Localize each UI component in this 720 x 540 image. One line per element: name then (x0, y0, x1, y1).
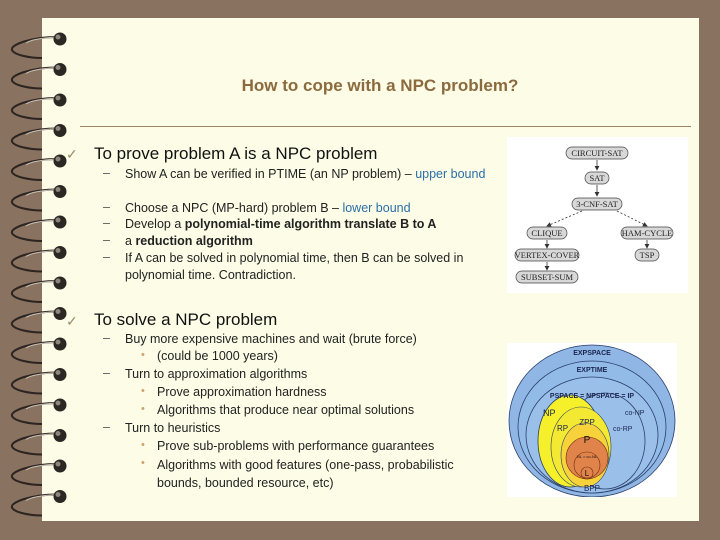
dot-bullet: • (141, 439, 145, 451)
dot-bullet: • (141, 385, 145, 397)
diagram-node (526, 226, 568, 240)
diagram-node (565, 146, 629, 160)
slide-title: How to cope with a NPC problem? (241, 76, 519, 95)
spiral-ring-icon (11, 215, 67, 242)
sub-list-item: Algorithms with good features (one-pass,… (157, 458, 454, 490)
spiral-ring-icon (11, 337, 67, 364)
spiral-ring-icon (11, 276, 67, 303)
dash-bullet: – (103, 250, 110, 264)
dash-bullet: – (103, 420, 110, 434)
label-bpp: BPP (584, 484, 600, 493)
dash-bullet: – (103, 331, 110, 345)
section-heading: To prove problem A is a NPC problem (94, 144, 378, 163)
reduction-diagram: CIRCUIT-SAT SAT 3-CNF-SAT CLIQUE HAM-CYCLE VE… (507, 137, 688, 293)
diagram-node-label: 3-CNF-SAT (576, 199, 618, 209)
title-divider (80, 126, 691, 127)
spiral-ring-icon (11, 429, 67, 456)
dash-bullet: – (103, 200, 110, 214)
dash-bullet: – (103, 216, 110, 230)
label-np: NP (543, 408, 556, 418)
label-pspace: PSPACE = NPSPACE = IP (550, 393, 634, 400)
diagram-node-label: SAT (589, 173, 605, 183)
list-item: Choose a NPC (MP-hard) problem B – lower… (125, 201, 411, 215)
spiral-ring-icon (11, 185, 67, 212)
sub-list-item: Prove approximation hardness (157, 385, 327, 399)
section-heading: To solve a NPC problem (94, 310, 278, 329)
diagram-node (620, 226, 674, 240)
dot-bullet: • (141, 349, 145, 361)
spiral-ring-icon (11, 93, 67, 120)
label-zpp: ZPP (579, 418, 595, 427)
label-conp: co-NP (625, 410, 645, 417)
spiral-ring-icon (11, 246, 67, 273)
list-item: Turn to approximation algorithms (125, 367, 308, 381)
spiral-ring-icon (11, 459, 67, 486)
check-mark-icon: ✓ (66, 146, 78, 162)
spiral-ring-icon (11, 124, 67, 151)
label-p: P (584, 435, 591, 446)
list-item: Develop a polynomial-time algorithm tran… (125, 217, 437, 231)
diagram-node-label: SUBSET-SUM (521, 272, 574, 282)
label-corp: co-RP (613, 426, 633, 433)
sub-list-item: Prove sub-problems with performance guar… (157, 439, 435, 453)
list-item: If A can be solved in polynomial time, t… (125, 251, 464, 282)
label-expspace: EXPSPACE (573, 350, 611, 357)
diagram-node-label: VERTEX-COVER (515, 250, 580, 260)
dot-bullet: • (141, 403, 145, 415)
dash-bullet: – (103, 233, 110, 247)
diagram-node (584, 171, 610, 185)
diagram-node-label: HAM-CYCLE (622, 228, 673, 238)
diagram-node (515, 270, 579, 284)
diagram-node-label: CLIQUE (531, 228, 562, 238)
label-l: L (585, 469, 590, 478)
diagram-node-label: TSP (640, 250, 655, 260)
list-item: a reduction algorithm (125, 234, 253, 248)
spiral-ring-icon (11, 398, 67, 425)
spiral-ring-icon (11, 32, 67, 59)
diagram-node (571, 197, 623, 211)
check-mark-icon: ✓ (66, 313, 78, 329)
label-nl: NL = co-NL (577, 454, 598, 459)
dash-bullet: – (103, 366, 110, 380)
diagram-node (514, 248, 580, 262)
list-item: Turn to heuristics (125, 421, 221, 435)
diagram-node (634, 248, 660, 262)
complexity-classes-diagram: EXPSPACE EXPTIME PSPACE = NPSPACE = IP N… (507, 343, 677, 498)
spiral-ring-icon (11, 368, 67, 395)
label-exptime: EXPTIME (577, 367, 608, 374)
list-item: Buy more expensive machines and wait (br… (125, 332, 417, 346)
spiral-ring-icon (11, 63, 67, 90)
dot-bullet: • (141, 457, 145, 469)
spiral-ring-icon (11, 154, 67, 181)
dash-bullet: – (103, 166, 110, 180)
label-rp: RP (557, 424, 568, 433)
list-item: Show A can be verified in PTIME (an NP p… (125, 167, 486, 181)
diagram-node-label: CIRCUIT-SAT (571, 148, 623, 158)
sub-list-item: (could be 1000 years) (157, 349, 278, 363)
sub-list-item: Algorithms that produce near optimal sol… (157, 403, 415, 417)
spiral-ring-icon (11, 490, 67, 517)
spiral-ring-icon (11, 307, 67, 334)
spiral-binding (11, 32, 67, 517)
